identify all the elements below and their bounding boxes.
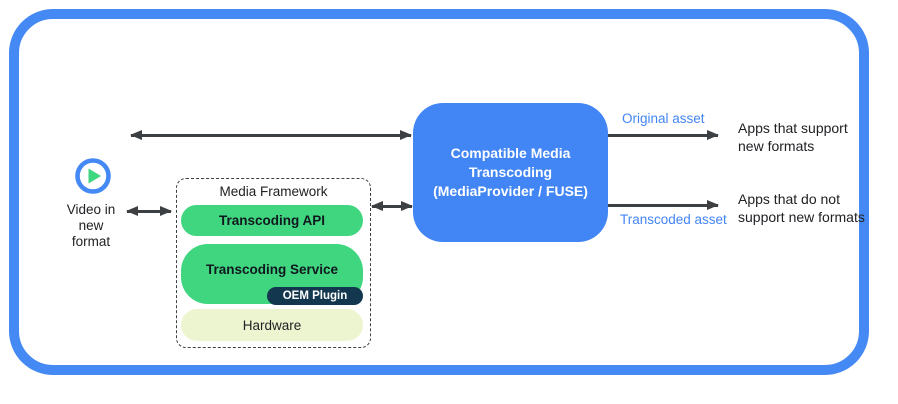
transcoded-asset-label: Transcoded asset: [620, 212, 727, 227]
transcoder-box-line: Transcoding: [468, 164, 553, 180]
apps-no-support-line: Apps that do not: [738, 191, 840, 207]
transcoder-box-line: Compatible Media: [450, 145, 571, 161]
apps-no-support-line: support new formats: [738, 208, 865, 225]
arrow-framework-to-transcoder: [372, 205, 412, 208]
transcoding-api-layer: Transcoding API: [181, 205, 363, 236]
arrow-transcoded-asset: [608, 204, 718, 207]
apps-support-line: Apps that support: [738, 120, 848, 136]
apps-support-line: new formats: [738, 137, 815, 154]
apps-support-new-formats-label: Apps that support new formats: [738, 120, 848, 155]
original-asset-label: Original asset: [622, 111, 705, 126]
arrow-video-to-framework: [127, 210, 171, 213]
oem-plugin-badge: OEM Plugin: [267, 287, 363, 305]
arrow-original-asset: [608, 134, 718, 137]
transcoder-box-line: (MediaProvider / FUSE): [433, 183, 588, 199]
video-label-line: new: [78, 218, 104, 233]
video-label-line: format: [71, 234, 111, 249]
compatible-media-transcoding-box: Compatible Media Transcoding (MediaProvi…: [413, 103, 608, 242]
play-icon: [74, 157, 112, 195]
arrow-source-to-transcoder: [131, 134, 411, 137]
video-label-line: Video in: [66, 202, 116, 217]
video-in-new-format-label: Video in new format: [53, 202, 129, 250]
hardware-layer: Hardware: [181, 309, 363, 341]
apps-no-support-new-formats-label: Apps that do not support new formats: [738, 191, 865, 226]
diagram-border-frame: [9, 9, 869, 375]
media-framework-title: Media Framework: [219, 184, 328, 199]
